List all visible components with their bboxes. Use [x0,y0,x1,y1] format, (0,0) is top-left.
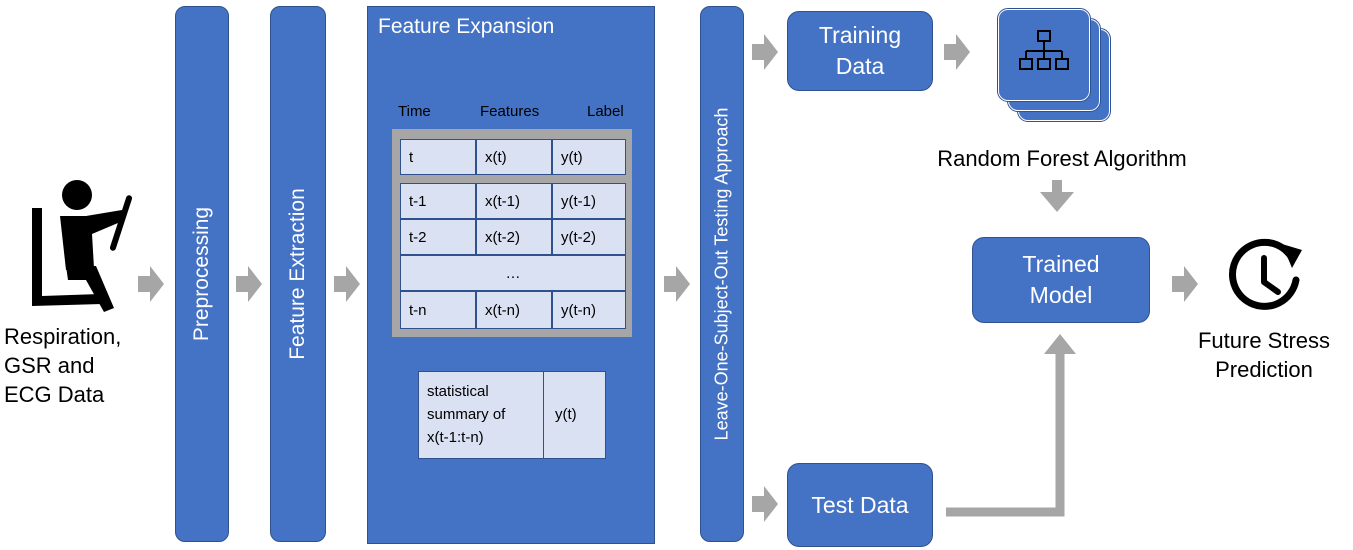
feature-extraction-stage: Feature Extraction [270,6,326,542]
trained-model-line: Trained [1022,251,1100,277]
arrow-icon [1044,334,1076,354]
trained-model-line: Model [1029,282,1093,308]
test-data-box: Test Data [787,463,933,547]
hierarchy-tree-icon [1019,30,1069,70]
output-label-line: Future Stress [1197,328,1331,353]
summary-label: y(t) [555,406,577,423]
random-forest-icon-stack [996,7,1116,127]
test-to-model-connector [946,352,1065,517]
output-label-line: Prediction [1215,357,1313,382]
table-ellipsis-row: … [400,255,626,291]
arrow-icon [1040,180,1074,212]
trained-model-box: Trained Model [972,237,1150,323]
summary-line: summary of [427,406,506,423]
training-data-box: Training Data [787,11,933,91]
arrow-icon [138,266,164,302]
arrow-icon [1172,266,1198,302]
header-time: Time [398,103,431,120]
arrow-icon [944,34,970,70]
table-cell: x(t-2) [476,219,552,255]
summary-box: statistical summary of x(t-1:t-n) y(t) [418,371,606,459]
loso-label: Leave-One-Subject-Out Testing Approach [711,107,732,441]
loso-stage: Leave-One-Subject-Out Testing Approach [700,6,744,542]
table-cell: x(t-1) [476,183,552,219]
input-label-line: GSR and [4,353,95,378]
summary-text: statistical summary of x(t-1:t-n) [427,380,505,449]
test-data-label: Test Data [811,491,909,518]
table-cell: x(t-n) [476,291,552,329]
arrow-icon [664,266,690,302]
feature-extraction-label: Feature Extraction [286,188,309,360]
training-data-line: Data [835,53,885,79]
input-label-line: Respiration, [4,324,122,349]
preprocessing-label: Preprocessing [190,206,213,342]
output-label: Future Stress Prediction [1178,326,1350,384]
table-cell: y(t-n) [552,291,626,329]
feature-expansion-panel: Feature Expansion Time Features Label t … [367,6,655,544]
preprocessing-stage: Preprocessing [175,6,229,542]
table-cell: x(t) [476,139,552,175]
arrow-icon [752,486,778,522]
table-cell: t-2 [400,219,476,255]
table-cell: y(t) [552,139,626,175]
clock-refresh-icon [1229,238,1302,310]
table-cell: t-1 [400,183,476,219]
table-cell: y(t-2) [552,219,626,255]
table-cell: t-n [400,291,476,329]
input-label: Respiration, GSR and ECG Data [4,322,144,409]
arrow-icon [236,266,262,302]
summary-line: x(t-1:t-n) [427,429,484,446]
feature-expansion-title: Feature Expansion [378,15,555,38]
input-label-line: ECG Data [4,382,105,407]
table-cell: t [400,139,476,175]
arrow-icon [752,34,778,70]
person-seated-icon [32,180,132,312]
header-features: Features [480,103,540,120]
header-label: Label [587,103,624,120]
summary-divider [543,372,544,458]
table-cell: y(t-1) [552,183,626,219]
arrow-icon [334,266,360,302]
summary-line: statistical [427,383,489,400]
training-data-line: Training [818,22,902,48]
random-forest-label: Random Forest Algorithm [937,146,1187,171]
